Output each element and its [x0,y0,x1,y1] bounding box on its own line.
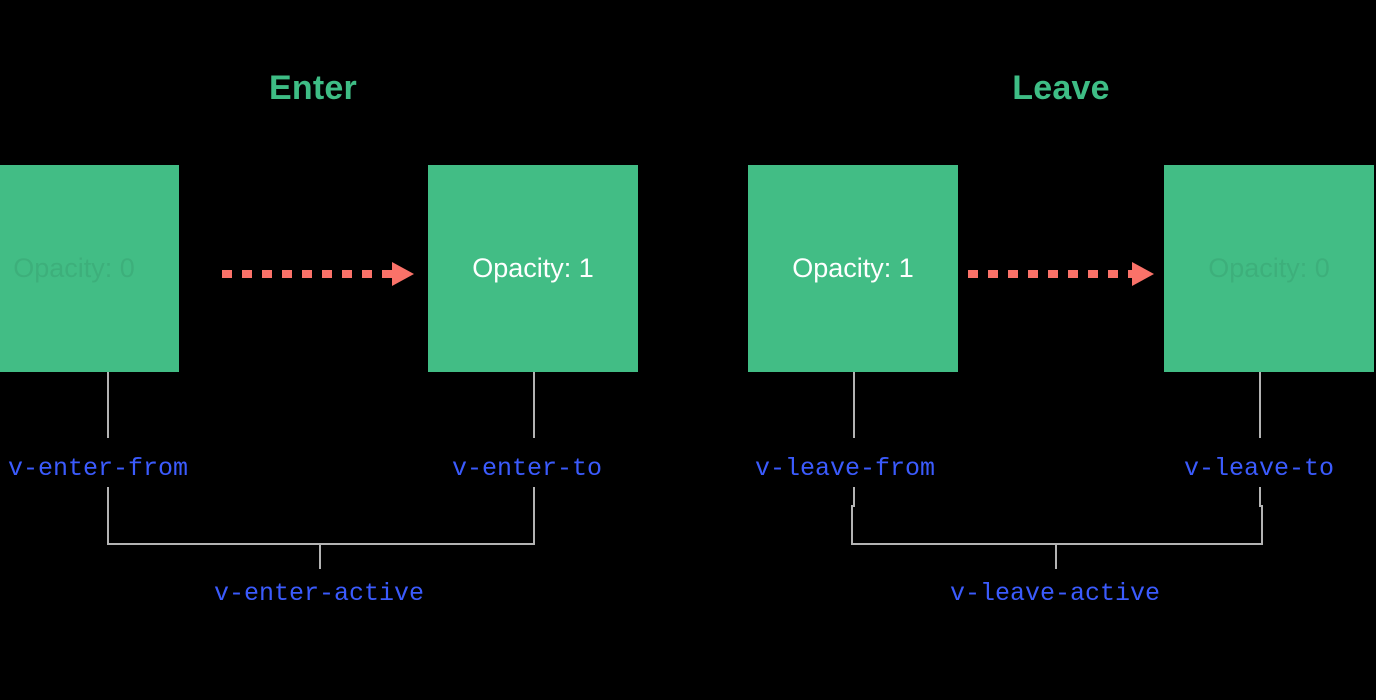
state-box-enter-from-label: Opacity: 0 [13,253,135,283]
state-box-leave-to: Opacity: 0 [1164,165,1374,372]
bracket-enter-active [107,505,535,545]
state-box-enter-to: Opacity: 1 [428,165,638,372]
section-title-leave: Leave [1012,69,1110,107]
bracket-tick-leave-to [1259,487,1261,507]
class-label-v-enter-to: v-enter-to [452,454,603,483]
section-title-enter: Enter [269,69,357,107]
arrow-head [392,262,414,286]
connector-stem-leave-from [853,372,855,438]
state-box-enter-from: Opacity: 0 [0,165,179,372]
transition-arrow-leave-icon [968,262,1154,286]
state-box-leave-from: Opacity: 1 [748,165,958,372]
transition-arrow-enter-icon [222,262,414,286]
bracket-tick-leave-from [853,487,855,507]
connector-stem-leave-to [1259,372,1261,438]
bracket-tick-enter-from [107,487,109,507]
arrow-head [1132,262,1154,286]
connector-stem-leave-active [1055,543,1057,569]
bracket-tick-enter-to [533,487,535,507]
connector-stem-enter-active [319,543,321,569]
class-label-v-enter-active: v-enter-active [213,579,425,608]
state-box-leave-from-label: Opacity: 1 [792,253,914,283]
arrow-shaft [222,270,394,278]
connector-stem-enter-to [533,372,535,438]
class-label-v-leave-to: v-leave-to [1184,454,1335,483]
class-label-v-leave-from: v-leave-from [755,454,936,483]
bracket-leave-active [851,505,1263,545]
state-box-leave-to-label: Opacity: 0 [1208,253,1330,283]
arrow-shaft [968,270,1134,278]
class-label-v-enter-from: v-enter-from [8,454,189,483]
class-label-v-leave-active: v-leave-active [949,579,1161,608]
state-box-enter-to-label: Opacity: 1 [472,253,594,283]
connector-stem-enter-from [107,372,109,438]
